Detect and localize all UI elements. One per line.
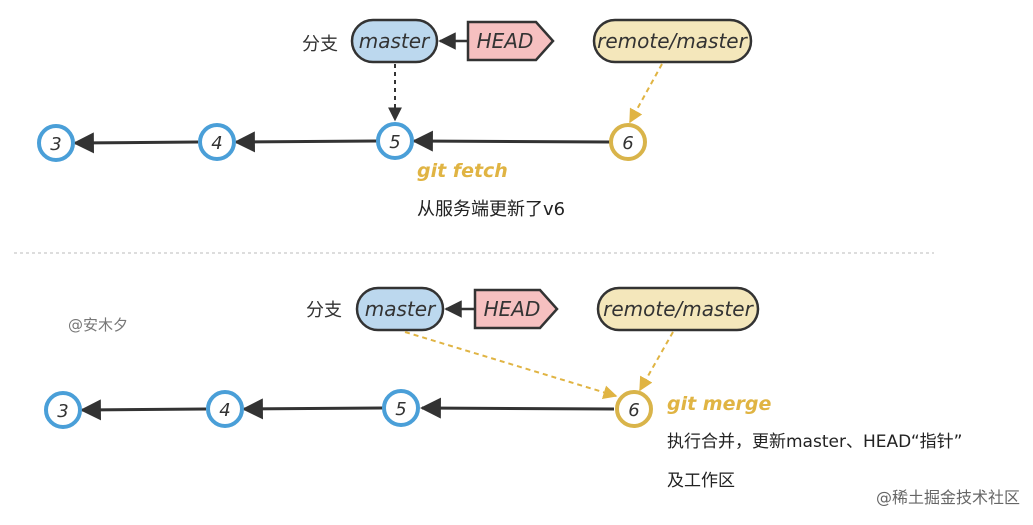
bottom-commit-3: 3: [44, 391, 82, 429]
top-commit-5: 5: [376, 122, 414, 160]
bottom-head-tag: HEAD: [473, 288, 559, 330]
bottom-remote-label: remote/master: [603, 297, 754, 321]
top-head-label: HEAD: [477, 29, 534, 53]
svg-text:6: 6: [628, 400, 639, 421]
svg-text:5: 5: [389, 132, 400, 153]
bottom-edge-4-3: [79, 399, 207, 421]
svg-text:4: 4: [219, 400, 230, 421]
bottom-head-label: HEAD: [484, 297, 541, 321]
bottom-action-label: git merge: [667, 393, 771, 415]
top-master-pill: master: [350, 18, 439, 64]
top-action-label: git fetch: [417, 160, 508, 182]
bottom-remote-pill: remote/master: [596, 286, 760, 332]
svg-text:5: 5: [395, 399, 406, 420]
top-edge-4-3: [72, 132, 199, 154]
bottom-remote-pointer: [639, 331, 674, 392]
top-master-label: master: [359, 29, 431, 53]
svg-text:3: 3: [50, 134, 61, 155]
bottom-commit-4: 4: [206, 390, 244, 428]
author-label: @安木夕: [68, 316, 128, 334]
bottom-section: 分支 master HEAD remote/master 3 4: [44, 286, 962, 491]
top-branch-label: 分支: [302, 34, 338, 55]
top-remote-pill: remote/master: [592, 18, 753, 64]
bottom-master-pill: master: [355, 286, 445, 332]
bottom-commit-6: 6: [615, 390, 653, 428]
svg-text:6: 6: [622, 133, 633, 154]
top-section: 分支 master HEAD remote/master 3: [37, 18, 753, 220]
bottom-description-line2: 及工作区: [667, 471, 735, 491]
top-edge-6-5: [411, 130, 611, 152]
top-commit-6: 6: [609, 123, 647, 161]
watermark-text: @稀土掘金技术社区: [876, 488, 1020, 507]
bottom-master-label: master: [365, 297, 437, 321]
top-commit-4: 4: [198, 123, 236, 161]
bottom-commit-5: 5: [382, 389, 420, 427]
top-remote-label: remote/master: [597, 29, 748, 53]
top-commit-3: 3: [37, 124, 75, 162]
bottom-branch-label: 分支: [306, 300, 342, 321]
svg-text:4: 4: [211, 133, 222, 154]
bottom-master-pointer: [404, 331, 618, 400]
top-head-tag: HEAD: [466, 20, 555, 62]
top-remote-pointer: [629, 63, 663, 124]
top-edge-5-4: [233, 131, 378, 153]
top-description: 从服务端更新了v6: [417, 199, 565, 220]
bottom-description-line1: 执行合并，更新master、HEAD“指针”: [667, 432, 962, 452]
bottom-edge-6-5: [419, 397, 615, 419]
bottom-edge-5-4: [241, 398, 384, 420]
svg-text:3: 3: [57, 401, 68, 422]
